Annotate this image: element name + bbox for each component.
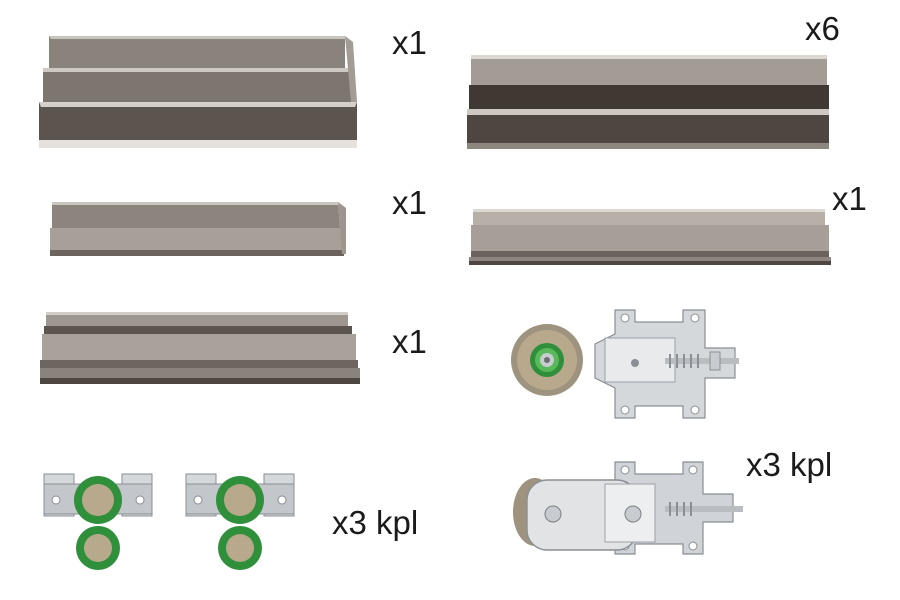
guide-roller-icon <box>43 473 153 570</box>
double-l-profile-icon <box>39 36 357 148</box>
quantity-label: x1 <box>392 24 427 61</box>
top-track-profile-icon <box>467 55 829 149</box>
quantity-label: x1 <box>392 184 427 221</box>
bottom-rail-profile-icon <box>40 312 360 384</box>
quantity-label: x3 kpl <box>746 446 833 483</box>
flat-track-profile-icon <box>469 209 831 265</box>
quantity-label: x6 <box>805 10 840 47</box>
roller-carriage-icon <box>511 309 739 419</box>
roller-carriage-cover-icon <box>513 461 743 555</box>
guide-roller-icon <box>185 473 295 570</box>
quantity-label: x3 kpl <box>332 504 419 541</box>
quantity-label: x1 <box>832 180 867 217</box>
angle-profile-icon <box>50 202 346 256</box>
quantity-label: x1 <box>392 323 427 360</box>
